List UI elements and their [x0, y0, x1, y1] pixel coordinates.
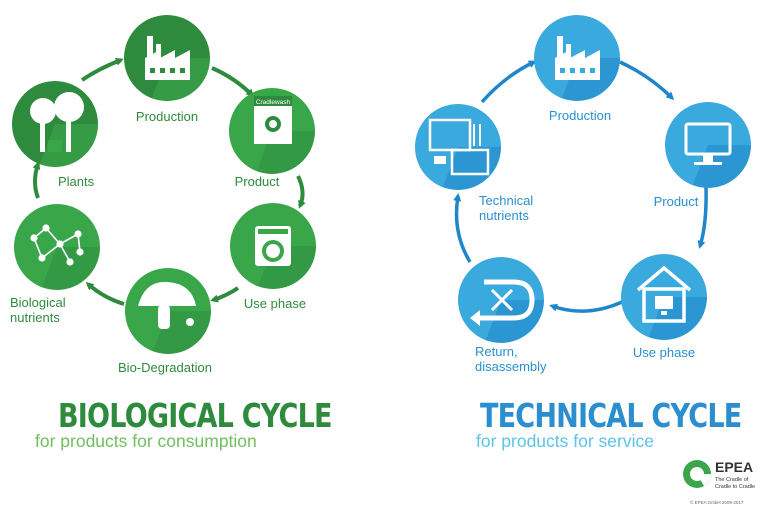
bio-label-degradation: Bio-Degradation — [118, 360, 212, 375]
bio-label-nutrients-2: nutrients — [10, 310, 60, 325]
molecule-network-icon — [30, 224, 84, 266]
mushroom-icon — [138, 281, 196, 329]
product-box-text: Cradlewash — [256, 99, 291, 106]
monitor-icon — [684, 122, 732, 165]
tech-arrow-return-nutrients — [453, 193, 472, 263]
bio-plants-node — [12, 81, 98, 167]
logo-tagline-2: Cradle to Cradle — [715, 484, 755, 490]
tech-nutrients-node — [415, 104, 501, 190]
technical-subtitle: for products for service — [476, 431, 654, 451]
bio-label-product: Product — [235, 174, 280, 189]
tools-return-icon — [470, 279, 535, 326]
bio-label-production: Production — [136, 109, 198, 124]
tech-label-nutrients-2: nutrients — [479, 208, 529, 223]
tech-arrow-production-product — [619, 60, 675, 101]
tech-arrow-nutrients-production — [480, 60, 537, 104]
house-monitor-icon — [636, 265, 692, 323]
bio-nutrients-node — [14, 204, 100, 290]
technical-cycle: Production Product Use phase Return, dis… — [415, 15, 751, 374]
tech-use-node — [621, 254, 707, 340]
bio-label-nutrients-1: Biological — [10, 295, 66, 310]
logo-tagline-1: The Cradle of — [715, 477, 749, 483]
biological-subtitle: for products for consumption — [35, 431, 257, 451]
bio-label-use-phase: Use phase — [244, 296, 306, 311]
bio-production-node — [124, 15, 210, 101]
tech-label-product: Product — [654, 194, 699, 209]
trees-icon — [30, 92, 84, 152]
technical-title: TECHNICAL CYCLE — [480, 396, 742, 435]
tech-product-node — [665, 102, 751, 188]
bio-label-plants: Plants — [58, 174, 95, 189]
washing-machine-icon — [255, 226, 291, 266]
bio-product-node: Cradlewash — [229, 88, 315, 174]
logo-copyright: © EPEA GmbH 2009-2017 — [690, 499, 744, 505]
factory-icon — [555, 36, 600, 80]
bio-arrow-production-product — [211, 66, 255, 98]
tech-label-return-1: Return, — [475, 344, 518, 359]
bio-use-node — [230, 203, 316, 289]
tech-label-nutrients-1: Technical — [479, 193, 533, 208]
bio-arrow-product-use — [296, 175, 306, 209]
bio-arrow-plants-production — [80, 58, 124, 82]
components-icon — [428, 118, 490, 176]
bio-arrow-nutrients-plants — [32, 161, 41, 199]
tech-return-node — [458, 257, 544, 343]
bio-arrow-use-degradation — [210, 286, 240, 303]
tech-label-return-2: disassembly — [475, 359, 547, 374]
detergent-box-icon: Cradlewash — [254, 96, 292, 144]
biological-title: BIOLOGICAL CYCLE — [58, 396, 333, 435]
tech-arrow-product-use — [697, 185, 708, 249]
bio-arrow-degradation-nutrients — [85, 282, 125, 306]
logo-name: EPEA — [715, 459, 753, 475]
factory-icon — [145, 36, 190, 80]
tech-label-production: Production — [549, 108, 611, 123]
biological-cycle: Cradlewash — [10, 15, 316, 375]
epea-logo: EPEA The Cradle of Cradle to Cradle © EP… — [683, 459, 755, 505]
tech-label-use-phase: Use phase — [633, 345, 695, 360]
tech-arrow-use-return — [549, 300, 623, 313]
bio-degradation-node — [125, 268, 211, 354]
tech-production-node — [534, 15, 620, 101]
